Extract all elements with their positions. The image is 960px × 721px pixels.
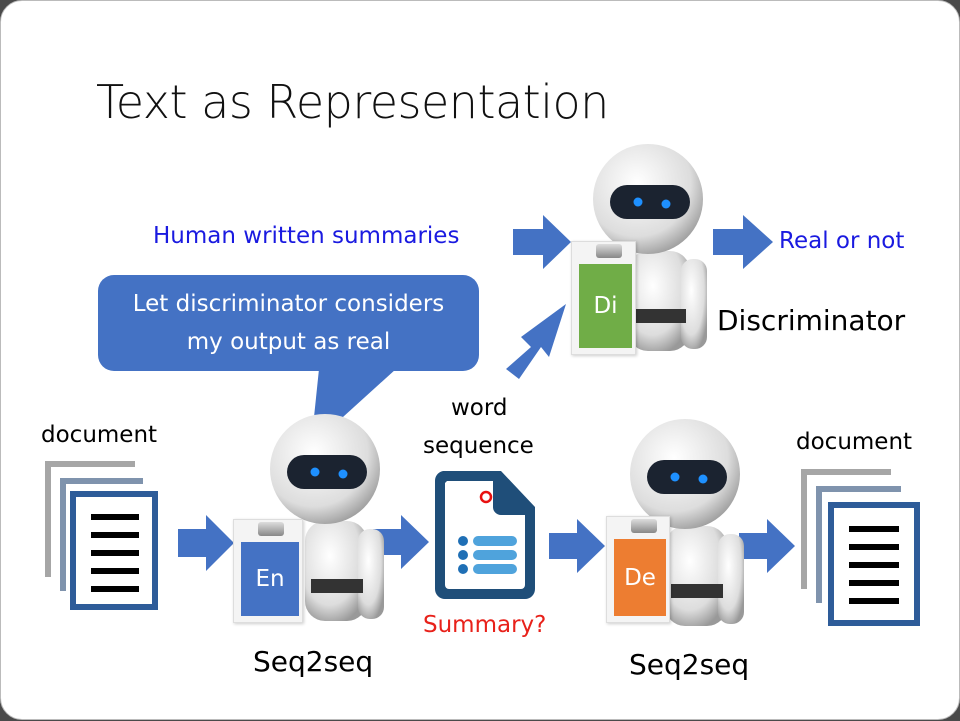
- encoder-card: En: [233, 519, 303, 623]
- document-stack-icon-left: [45, 461, 158, 610]
- decoder-robot: [623, 416, 763, 645]
- arrow-doc-to-encoder: [178, 515, 234, 571]
- human-summaries-label: Human written summaries: [153, 223, 460, 249]
- document-right-label: document: [796, 429, 913, 455]
- arrow-summary-to-discriminator: [506, 304, 566, 379]
- clip-icon: [596, 244, 622, 258]
- real-or-not-label: Real or not: [779, 228, 905, 254]
- robot-icon: [593, 144, 707, 351]
- seq2seq-left-label: Seq2seq: [253, 645, 374, 678]
- clip-icon: [631, 519, 657, 533]
- seq2seq-right-label: Seq2seq: [629, 648, 750, 681]
- decoder-box: De: [614, 539, 666, 616]
- decoder-card: De: [606, 516, 670, 623]
- arrow-to-discriminator: [513, 215, 571, 269]
- discriminator-label: Discriminator: [717, 304, 906, 337]
- summary-question-label: Summary?: [423, 612, 547, 638]
- bubble-line-1: Let discriminator considers: [132, 291, 445, 317]
- encoder-robot: [263, 411, 403, 640]
- discriminator-robot: [586, 141, 726, 370]
- discriminator-card: Di: [571, 241, 636, 355]
- robot-icon: [630, 419, 744, 626]
- arrow-summary-to-decoder: [549, 519, 605, 573]
- arrow-encoder-to-summary: [373, 515, 429, 569]
- clip-icon: [258, 522, 284, 536]
- speech-bubble: Let discriminator considers my output as…: [98, 275, 479, 371]
- robot-icon: [270, 414, 384, 621]
- summary-document-icon: [434, 471, 535, 599]
- bubble-line-2: my output as real: [186, 329, 391, 355]
- sequence-label: sequence: [423, 433, 534, 459]
- arrow-real-or-not: [713, 215, 773, 269]
- encoder-box: En: [241, 542, 299, 616]
- document-left-label: document: [41, 422, 158, 448]
- slide-title: Text as Representation: [96, 75, 609, 129]
- discriminator-box: Di: [579, 264, 632, 348]
- word-label: word: [451, 395, 508, 421]
- arrow-decoder-to-doc: [739, 519, 795, 573]
- document-stack-icon-right: [801, 469, 920, 626]
